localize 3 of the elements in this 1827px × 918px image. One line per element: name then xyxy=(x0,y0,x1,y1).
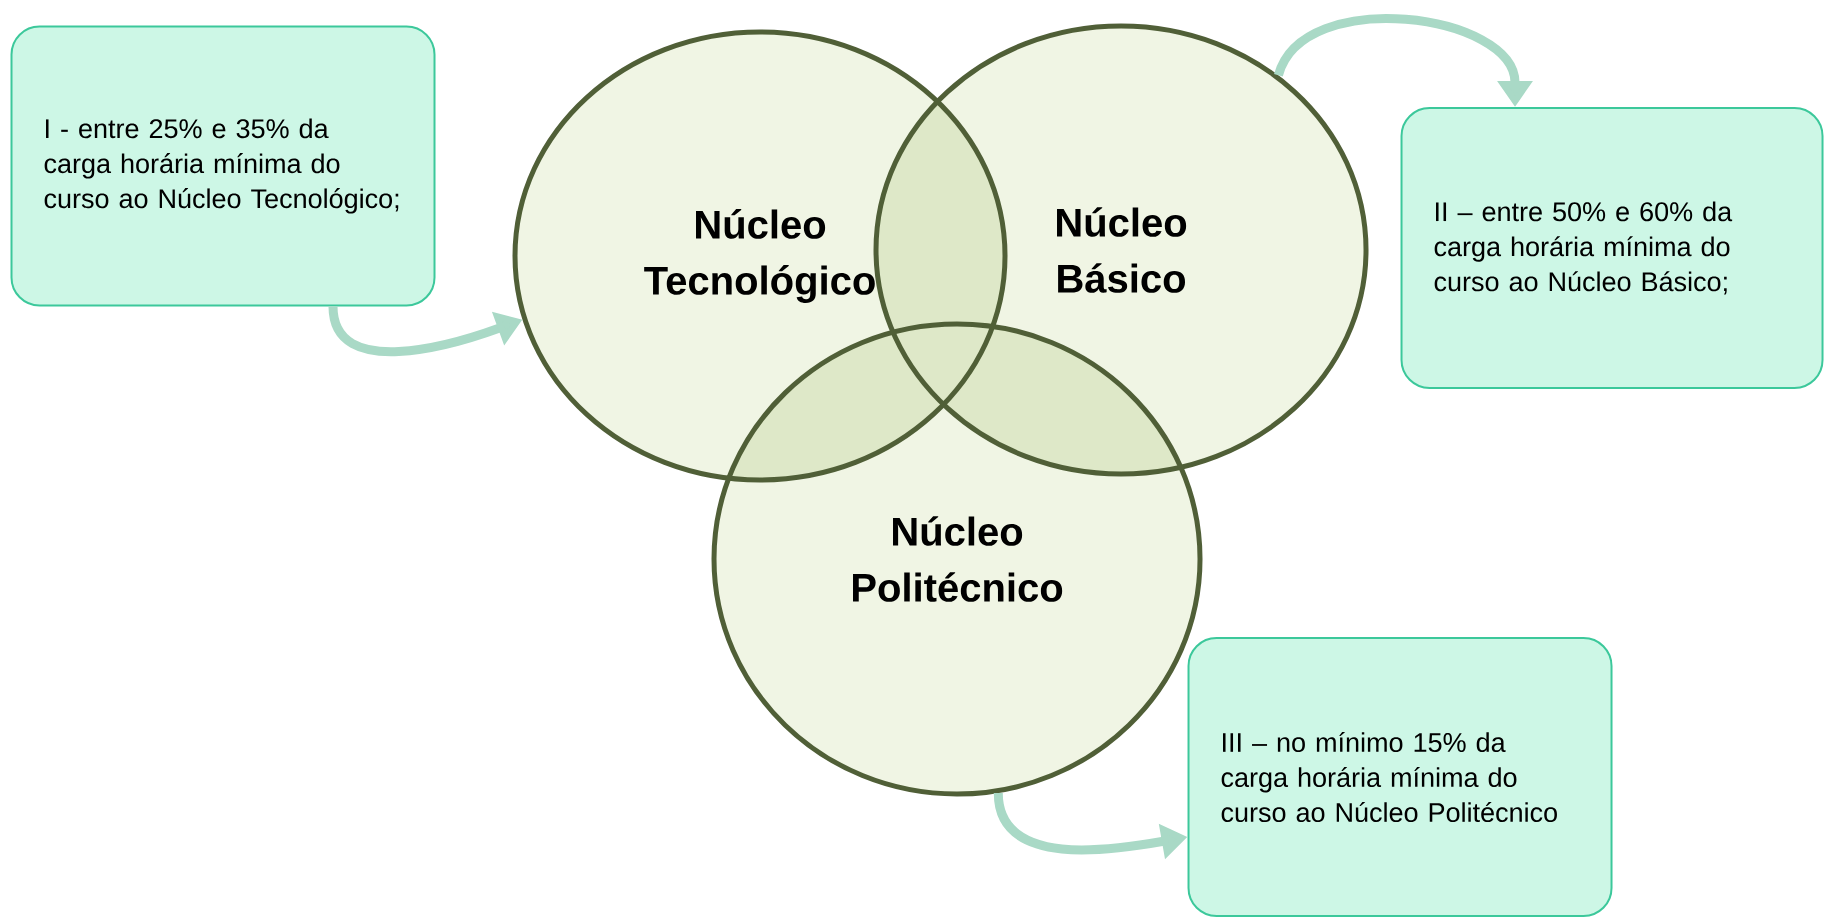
callout-box: II – entre 50% e 60% da carga horária mínima do curso ao Núcleo Básico; xyxy=(1400,107,1824,389)
callout-box: III – no mínimo 15% da carga horária mínima do curso ao Núcleo Politécnico xyxy=(1187,637,1613,917)
callout-box: I - entre 25% e 35% da carga horária mínima do curso ao Núcleo Tecnológico; xyxy=(10,25,436,307)
